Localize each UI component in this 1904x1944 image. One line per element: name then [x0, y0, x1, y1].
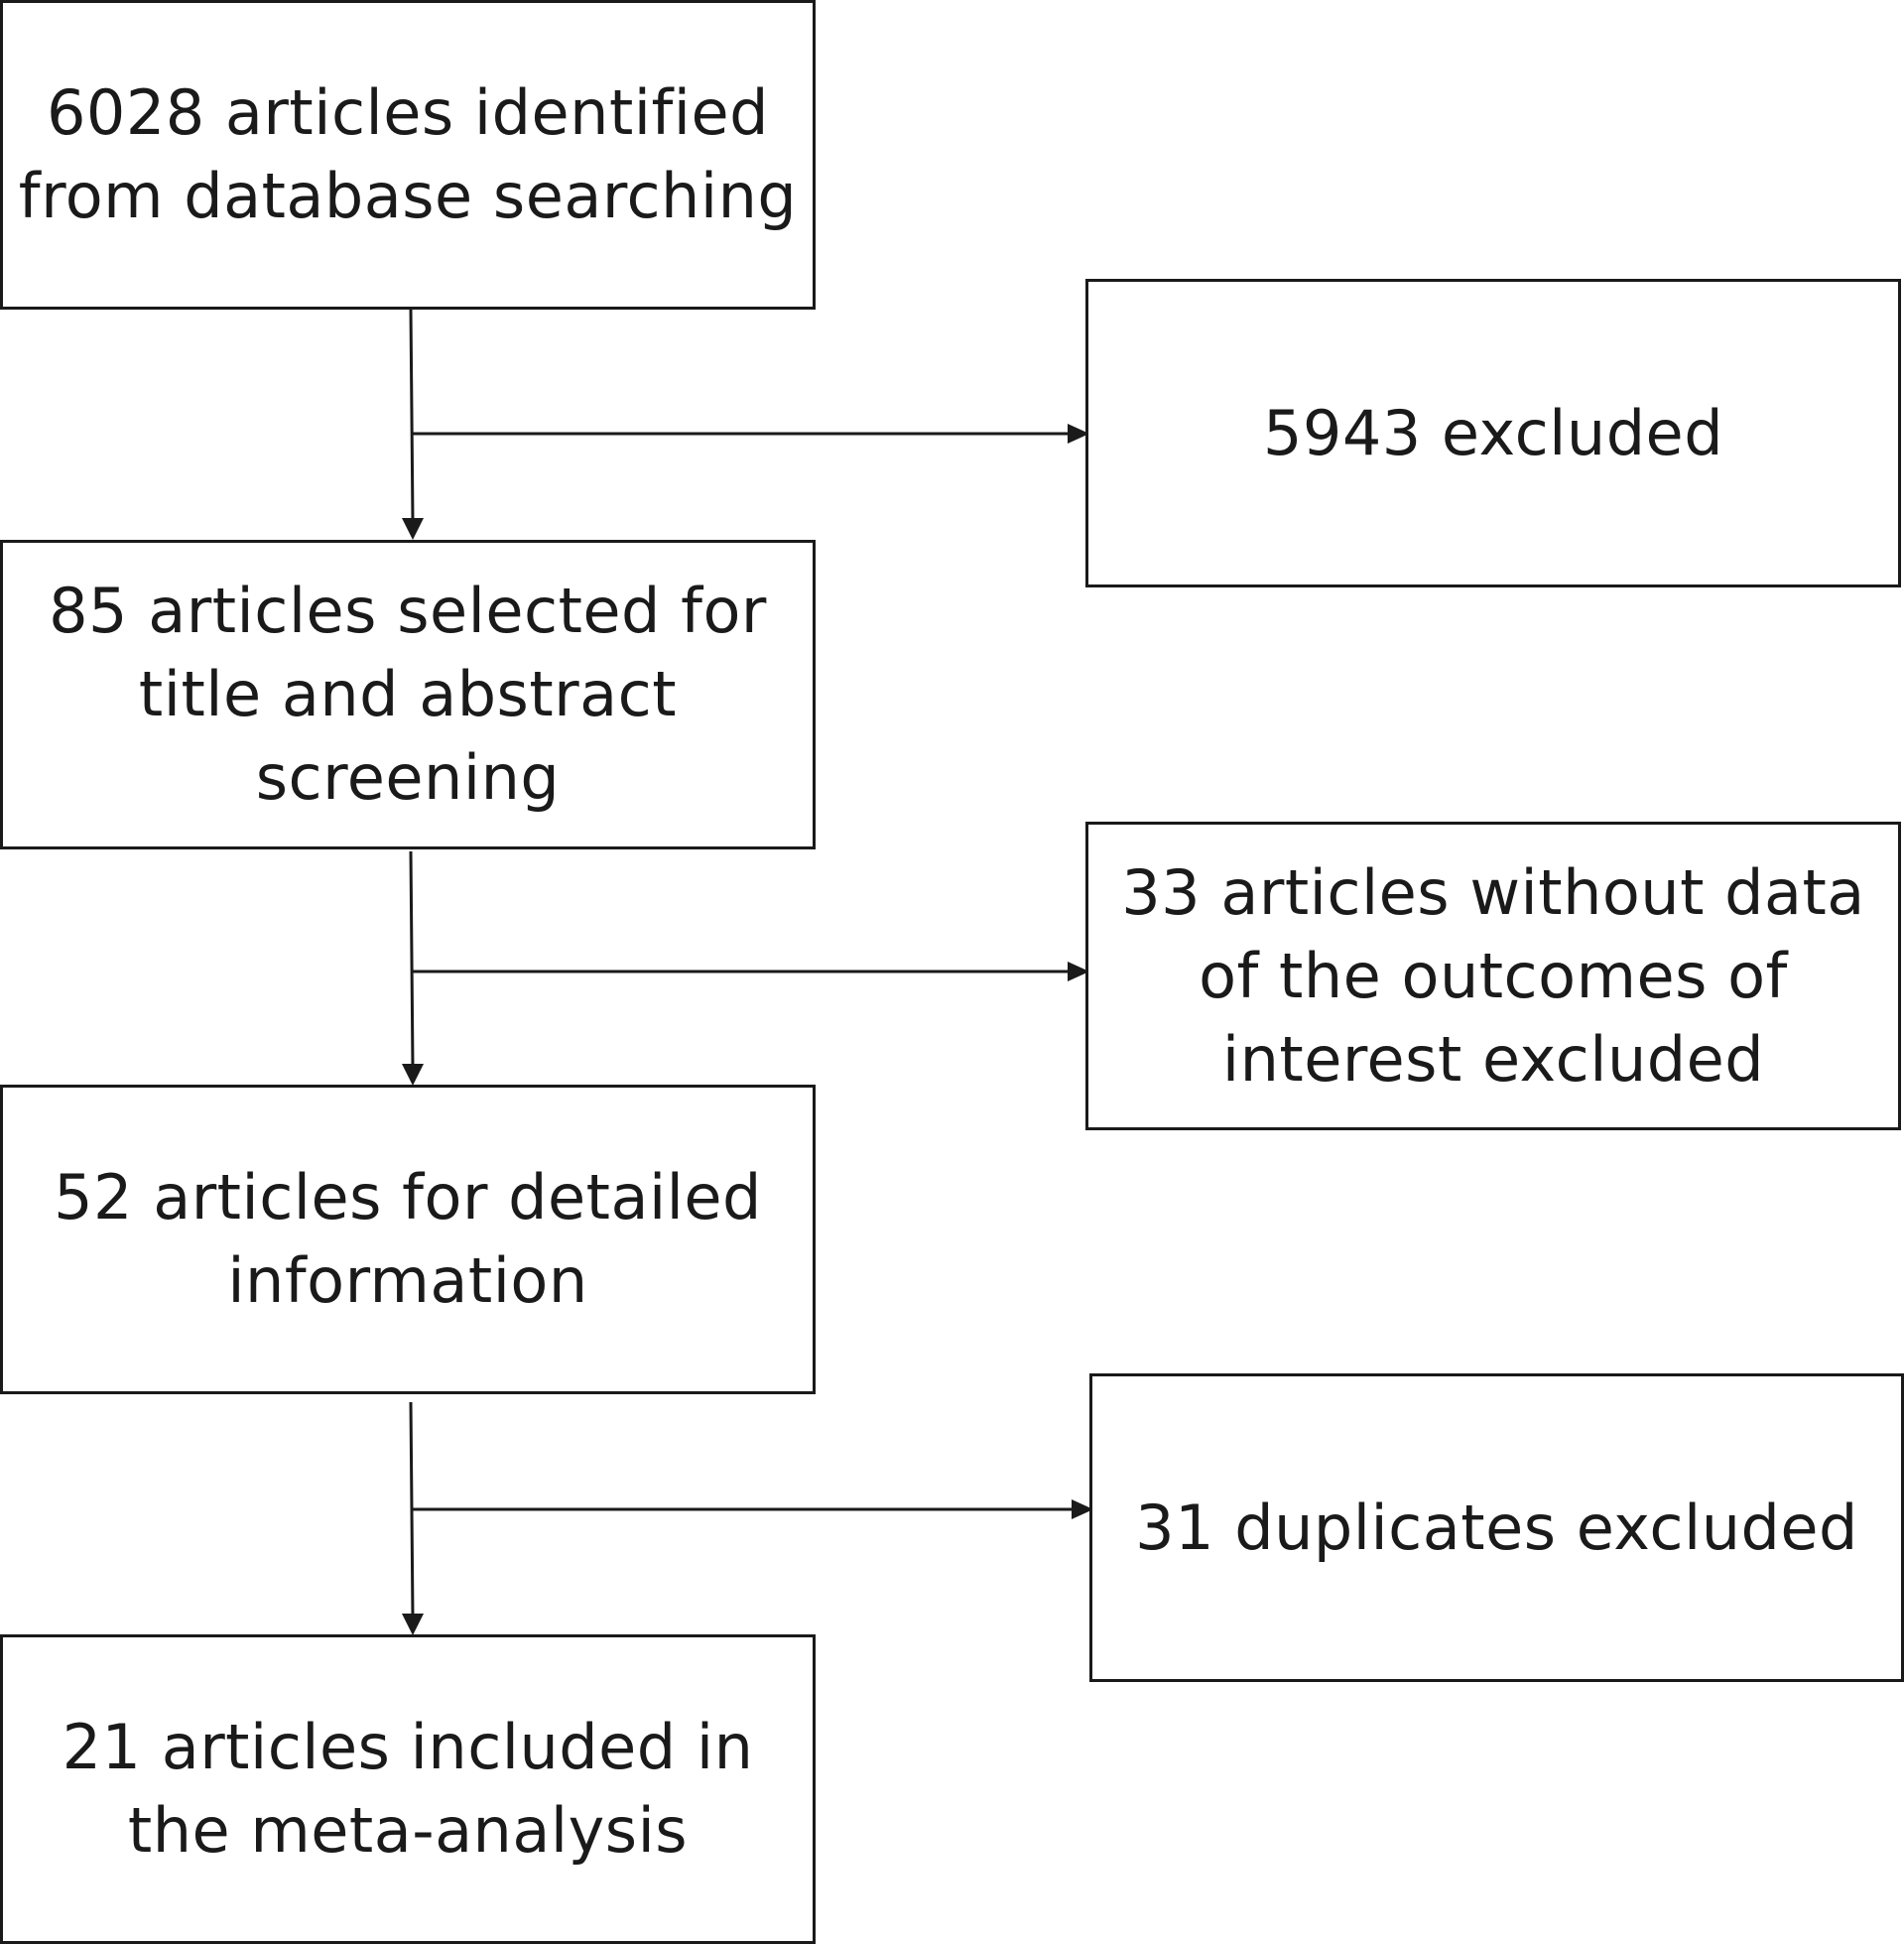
excluded-articles-box-1: 5943 excluded: [1085, 279, 1901, 587]
arrowhead-down: [402, 1064, 424, 1086]
screening-articles-label: 85 articles selected for title and abstr…: [49, 575, 767, 814]
arrowhead-down: [402, 518, 424, 540]
arrowhead-down: [402, 1614, 424, 1635]
arrowhead-right: [1068, 424, 1089, 444]
detailed-articles-box: 52 articles for detailed information: [0, 1085, 816, 1394]
arrowhead-right: [1072, 1499, 1093, 1519]
excluded-articles-label-3: 31 duplicates excluded: [1135, 1490, 1858, 1564]
detailed-articles-label: 52 articles for detailed information: [54, 1161, 762, 1317]
included-articles-label: 21 articles included in the meta-analysi…: [62, 1711, 754, 1867]
screening-articles-box: 85 articles selected for title and abstr…: [0, 540, 816, 849]
excluded-articles-label-1: 5943 excluded: [1262, 396, 1724, 469]
arrowhead-right: [1068, 962, 1089, 981]
vertical-connector: [409, 309, 415, 523]
identified-articles-label: 6028 articles identified from database s…: [18, 76, 798, 232]
included-articles-box: 21 articles included in the meta-analysi…: [0, 1634, 816, 1944]
vertical-connector: [409, 1401, 415, 1619]
excluded-articles-box-3: 31 duplicates excluded: [1089, 1373, 1904, 1682]
identified-articles-box: 6028 articles identified from database s…: [0, 0, 816, 310]
excluded-articles-label-2: 33 articles without data of the outcomes…: [1121, 855, 1865, 1096]
vertical-connector: [409, 850, 415, 1069]
excluded-articles-box-2: 33 articles without data of the outcomes…: [1085, 822, 1901, 1130]
